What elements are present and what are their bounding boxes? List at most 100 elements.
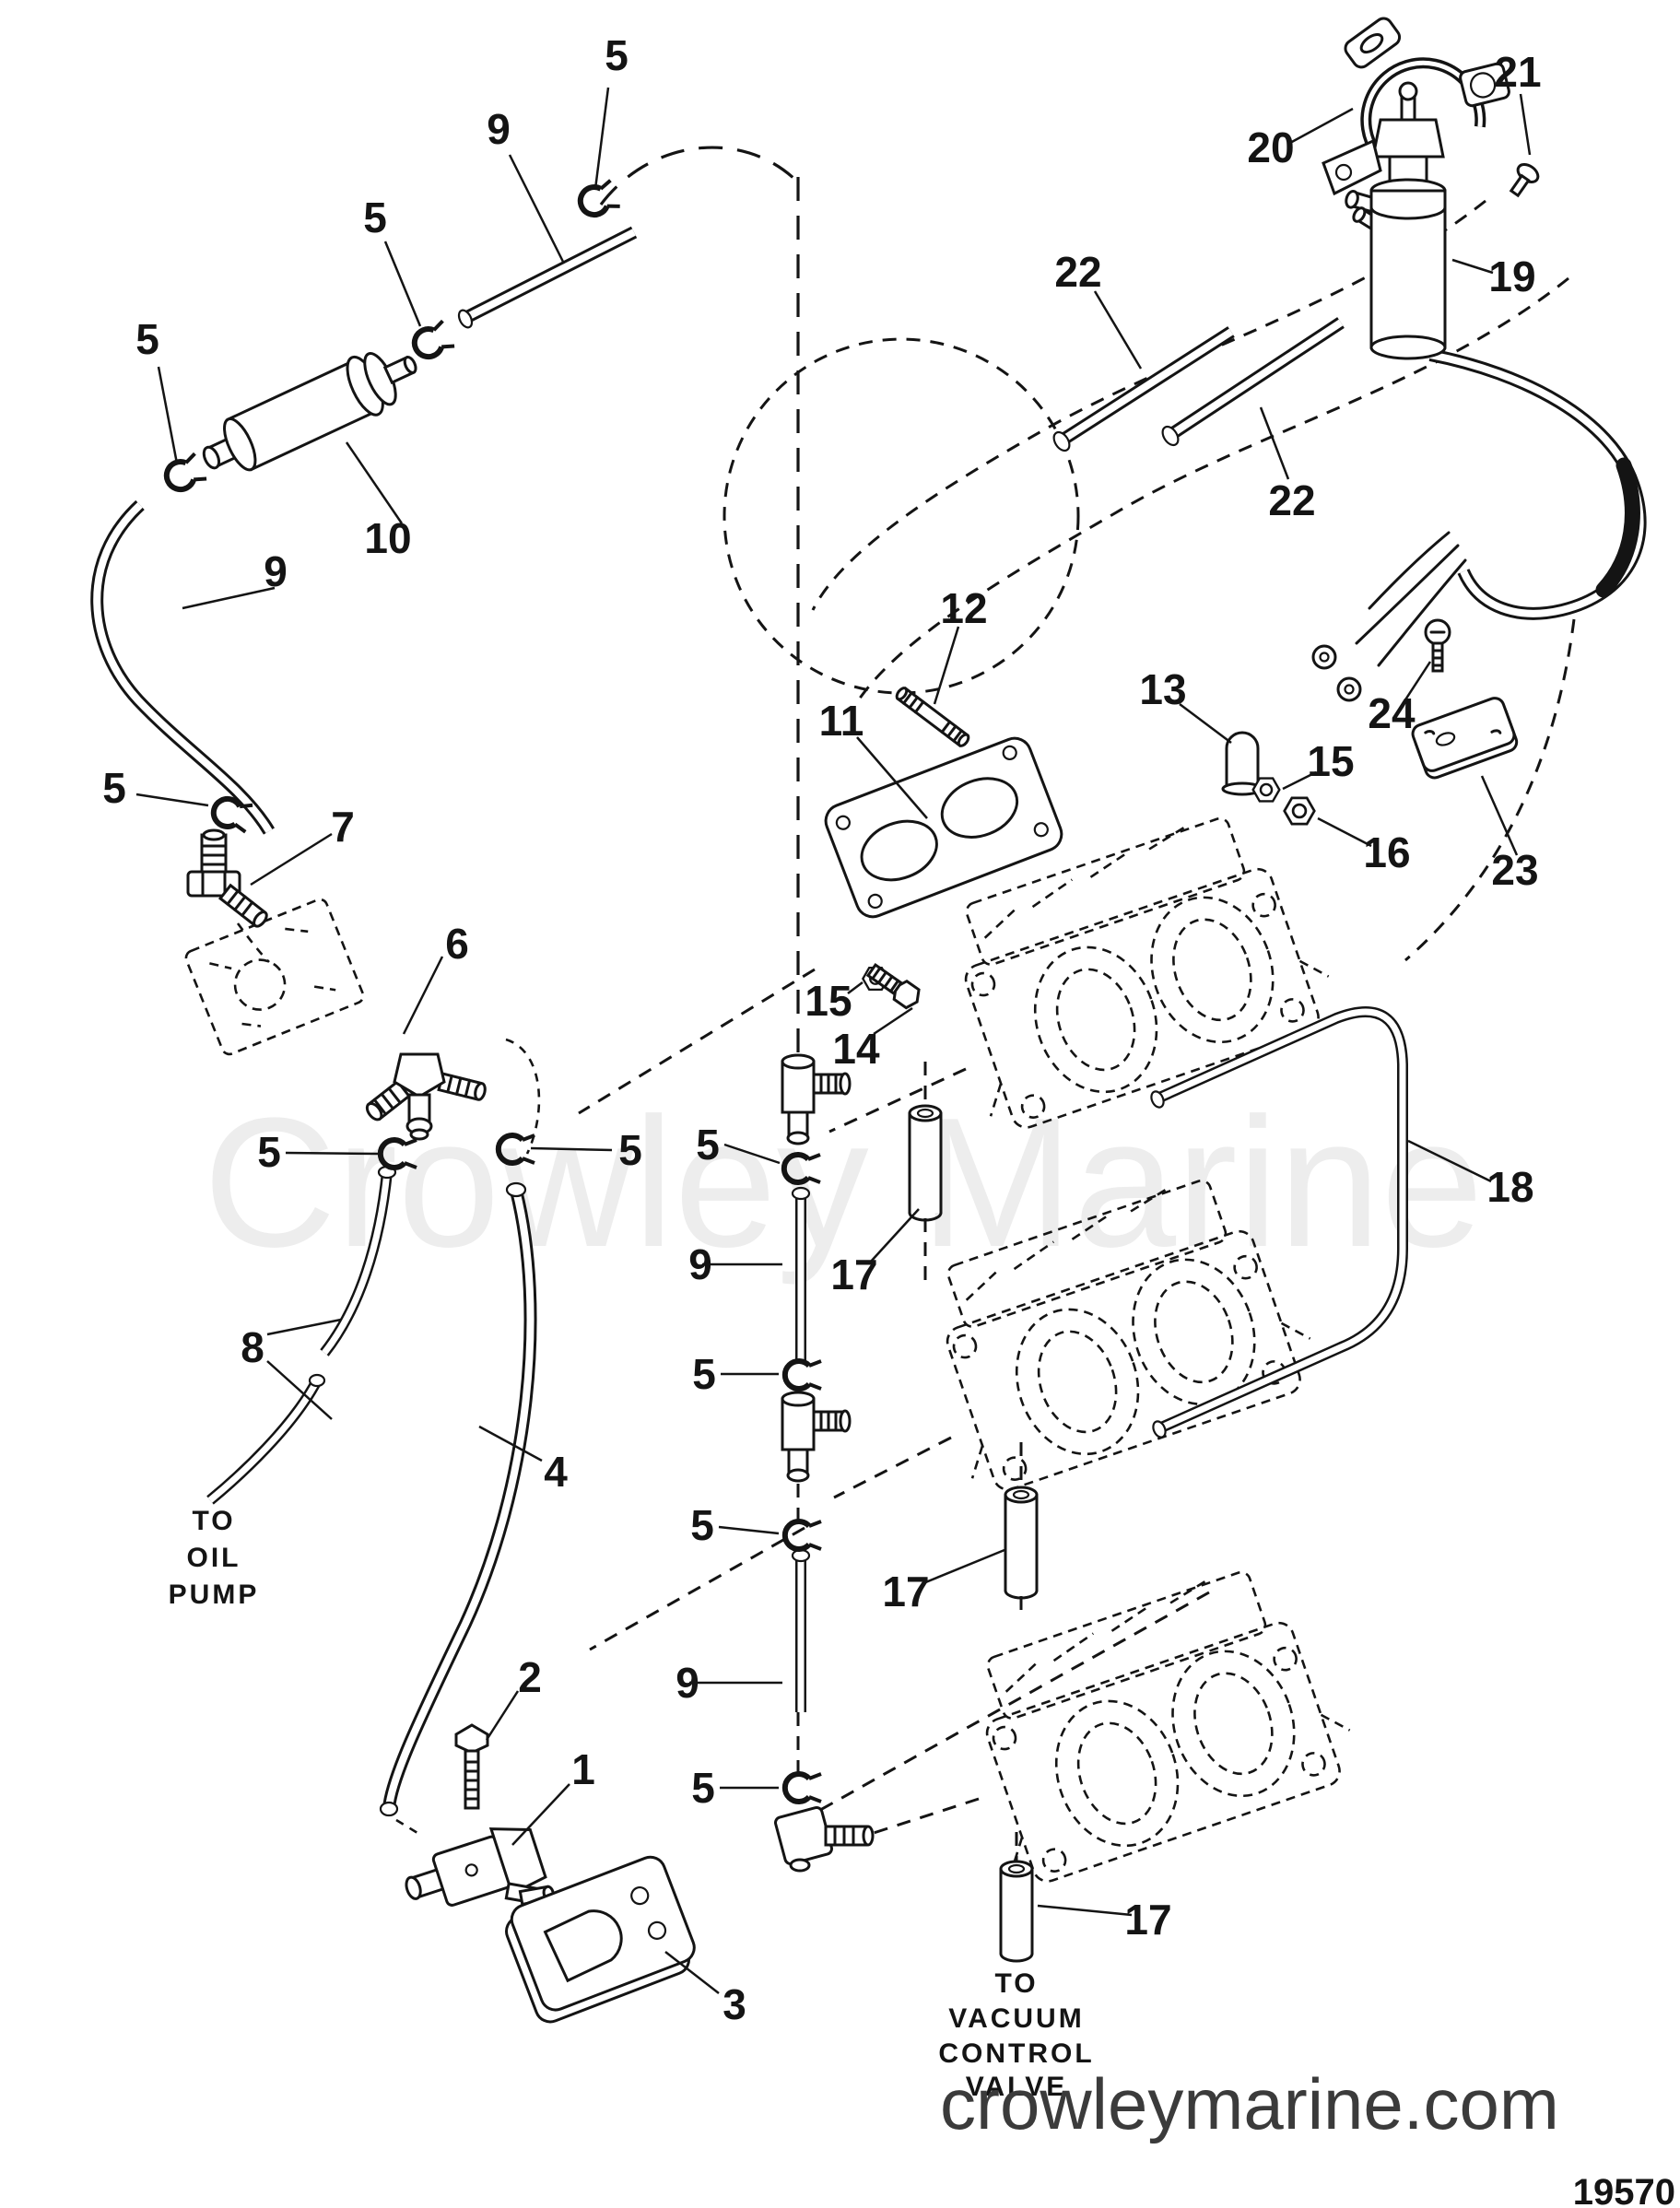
fuel-route-arc-a <box>811 199 1486 611</box>
hose-4-bottom-end <box>379 1801 399 1817</box>
hose-4-top-end <box>505 1181 527 1198</box>
callout-8: 8 <box>241 1323 264 1371</box>
callout-6: 6 <box>445 920 469 968</box>
callout-7: 7 <box>331 803 355 851</box>
callout-5a: 5 <box>605 31 629 79</box>
clamp-5j <box>785 1774 821 1802</box>
harness-sleeve <box>1595 457 1640 598</box>
callout-20: 20 <box>1247 123 1294 171</box>
clamp-5b <box>410 321 454 361</box>
callout-9c: 9 <box>688 1240 712 1288</box>
callout-17b: 17 <box>882 1568 929 1615</box>
harness-route-arc <box>1404 618 1576 962</box>
callout-18: 18 <box>1486 1163 1533 1211</box>
sleeve-17b <box>1004 1486 1039 1600</box>
hose-9c-end <box>791 1186 811 1201</box>
hose-4-inner <box>385 1190 535 1809</box>
fuel-pump-19 <box>1322 81 1447 360</box>
oil-pump-line3: PUMP <box>169 1580 260 1610</box>
callout-5b: 5 <box>363 194 387 241</box>
callout-24: 24 <box>1368 689 1416 737</box>
callout-2: 2 <box>518 1653 542 1701</box>
harness-inner <box>1429 351 1644 617</box>
ground-plate-23 <box>1411 697 1519 780</box>
nut-16 <box>1283 796 1316 826</box>
callout-11: 11 <box>819 697 864 745</box>
hose-18-inner <box>1156 1008 1406 1432</box>
t-fitting-center-lower <box>781 1391 852 1483</box>
callout-15-left: 15 <box>805 977 852 1025</box>
hoses <box>90 226 1408 1817</box>
hose-9-short-inner <box>464 229 636 322</box>
oil-pump-line2: OIL <box>187 1543 241 1573</box>
sleeve-17c <box>999 1860 1034 1963</box>
callout-9a: 9 <box>487 105 511 153</box>
ring-terminal-1-hole <box>1319 652 1330 663</box>
silencer-ghost-circle <box>723 337 1080 695</box>
callout-1: 1 <box>571 1745 595 1793</box>
bolt-2 <box>454 1723 489 1810</box>
callout-5g: 5 <box>696 1121 720 1169</box>
clamp-5a <box>577 181 620 219</box>
pump-wire-harness <box>1311 348 1647 702</box>
elbow-fitting-bottom <box>774 1806 875 1873</box>
carburetor-bottom <box>942 1551 1366 1894</box>
hose-22a-end <box>1052 430 1071 452</box>
vacuum-line4: VALVE <box>966 2072 1068 2102</box>
hose-22b-end <box>1161 425 1180 447</box>
fuel-filter <box>202 352 417 472</box>
callout-15-right: 15 <box>1307 737 1354 785</box>
callout-14: 14 <box>832 1025 880 1073</box>
stud-12 <box>895 687 970 747</box>
elbow-fitting-7 <box>186 828 268 928</box>
callout-22a: 22 <box>1054 248 1101 296</box>
callout-5i: 5 <box>690 1501 714 1549</box>
rail-dashed-2 <box>828 1067 967 1133</box>
callout-12: 12 <box>940 584 987 632</box>
drawing-number: 19570 <box>1573 2172 1675 2208</box>
callout-5h: 5 <box>692 1350 716 1398</box>
ring-terminal-2-hole <box>1344 684 1355 695</box>
hose-22a-inner <box>1059 328 1234 444</box>
callout-numbers: 5 9 5 5 10 9 5 7 6 5 5 5 5 5 5 9 9 8 4 2… <box>102 31 1541 2028</box>
hose-8a-inner <box>322 1171 391 1356</box>
hose-22b-inner <box>1168 319 1344 439</box>
oil-pump-line1: TO <box>192 1506 235 1536</box>
callout-5e: 5 <box>257 1128 281 1176</box>
vacuum-line1: TO <box>994 1968 1038 1999</box>
callout-19: 19 <box>1488 253 1535 300</box>
website-text: crowleymarine.com <box>940 2063 1559 2144</box>
callout-13: 13 <box>1139 665 1186 713</box>
hose-18-top-end <box>1150 1090 1165 1109</box>
hose-9-long-inner <box>93 502 273 834</box>
callout-5d: 5 <box>102 764 126 812</box>
callout-17c: 17 <box>1124 1896 1171 1944</box>
rail-dashed-6 <box>589 1526 805 1651</box>
callout-21: 21 <box>1494 48 1541 96</box>
callout-17a: 17 <box>830 1251 877 1298</box>
callout-22b: 22 <box>1268 476 1315 524</box>
hose-18-bottom-end <box>1152 1420 1167 1439</box>
vacuum-line3: CONTROL <box>938 2038 1094 2069</box>
rail-dashed-5 <box>790 1591 1210 1828</box>
hose4-to-valve-dashed <box>395 1818 423 1838</box>
sleeve-17a <box>908 1104 943 1222</box>
fitting6-to-hose4-dashed <box>505 1038 541 1155</box>
hose-9-short-end <box>457 309 474 329</box>
callout-9b: 9 <box>264 547 288 595</box>
screw-21 <box>1509 162 1540 198</box>
callout-23: 23 <box>1491 846 1538 894</box>
bolt-14 <box>865 962 921 1010</box>
callout-5j: 5 <box>691 1764 715 1812</box>
vacuum-line2: VACUUM <box>948 2003 1084 2034</box>
to-vacuum-control-valve-annotation: TO VACUUM CONTROL VALVE <box>938 1968 1094 2102</box>
rail-dashed-3 <box>833 1436 952 1499</box>
callout-4: 4 <box>544 1448 568 1496</box>
hose-8b-outer <box>206 1378 323 1505</box>
callout-5c: 5 <box>135 315 159 363</box>
callout-leaders <box>135 87 1532 1994</box>
y-fitting-6 <box>365 1052 487 1141</box>
nut-15-right <box>1251 777 1281 803</box>
